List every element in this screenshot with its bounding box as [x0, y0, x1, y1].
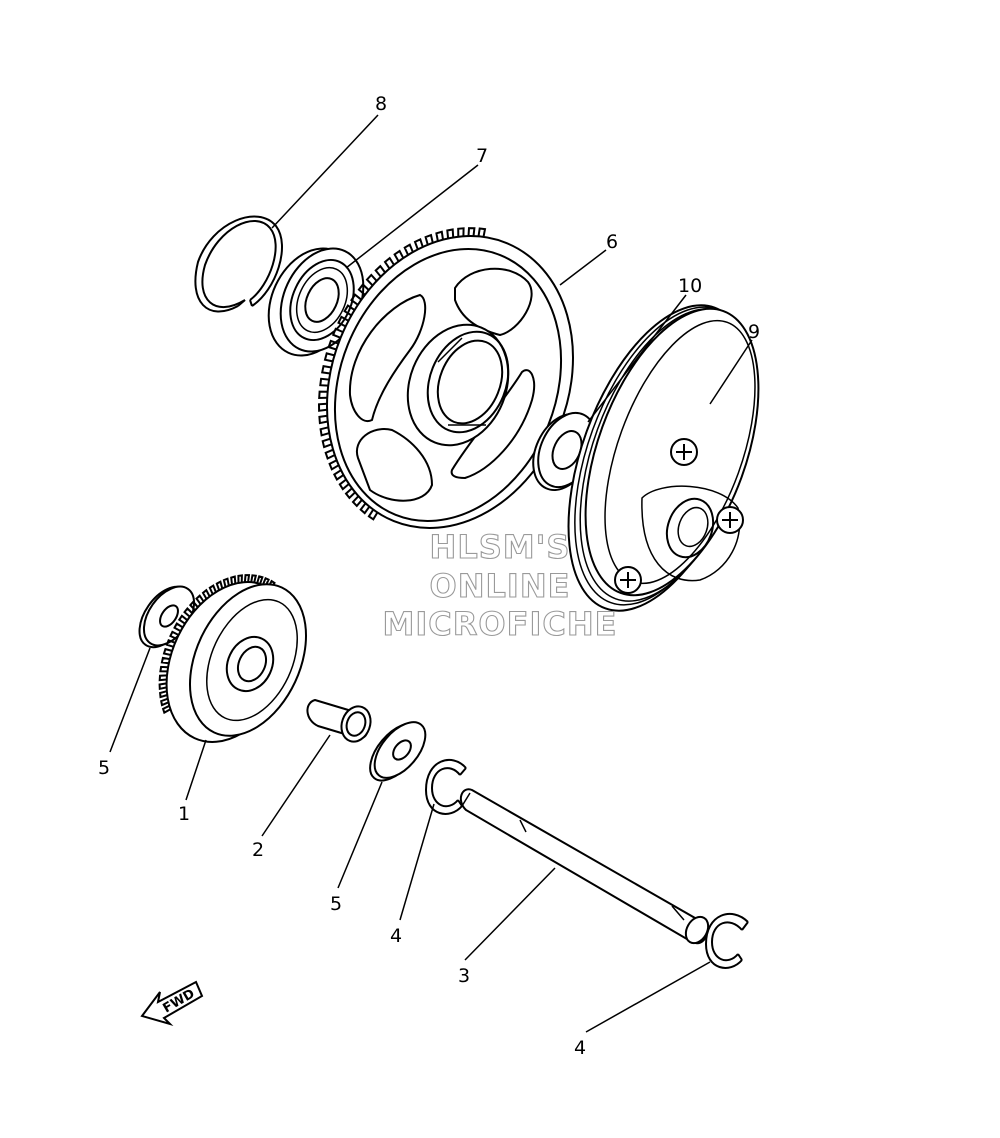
- fwd-arrow-icon: FWD: [140, 980, 204, 1027]
- leader-lines: [109, 114, 753, 1033]
- part-4-e-clip-middle: [424, 758, 467, 815]
- callout-3: 3: [458, 965, 470, 987]
- screw-icon: [670, 438, 698, 466]
- part-9-starter-clutch: [567, 304, 760, 612]
- callout-4-middle: 4: [390, 925, 402, 947]
- callout-8: 8: [375, 93, 387, 115]
- callout-9: 9: [748, 321, 760, 343]
- part-8-circlip: [194, 215, 284, 313]
- screw-icon: [614, 566, 642, 594]
- watermark-line-2: ONLINE: [430, 567, 571, 605]
- callout-10: 10: [678, 275, 702, 297]
- callout-5-middle: 5: [330, 893, 342, 915]
- callout-5-left: 5: [98, 757, 110, 779]
- watermark-line-3: MICROFICHE: [383, 605, 618, 643]
- part-2-needle-bearing: [306, 698, 372, 743]
- part-1-idler-gear: [158, 574, 308, 743]
- callout-labels: 8 7 6 10 9 5 1 2 5 4 3 4: [98, 93, 760, 1059]
- part-5-washer-middle: [369, 721, 427, 782]
- callout-6: 6: [606, 231, 618, 253]
- screw-icon: [716, 506, 744, 534]
- part-3-shaft: [459, 788, 710, 945]
- watermark: HLSM'S ONLINE MICROFICHE: [382, 527, 618, 643]
- callout-2: 2: [252, 839, 264, 861]
- callout-1: 1: [178, 803, 190, 825]
- part-6-starter-wheel-gear: [317, 227, 574, 529]
- callout-4-right: 4: [574, 1037, 586, 1059]
- part-4-e-clip-right: [704, 912, 749, 969]
- watermark-line-1: HLSM'S: [430, 528, 571, 566]
- callout-7: 7: [476, 145, 488, 167]
